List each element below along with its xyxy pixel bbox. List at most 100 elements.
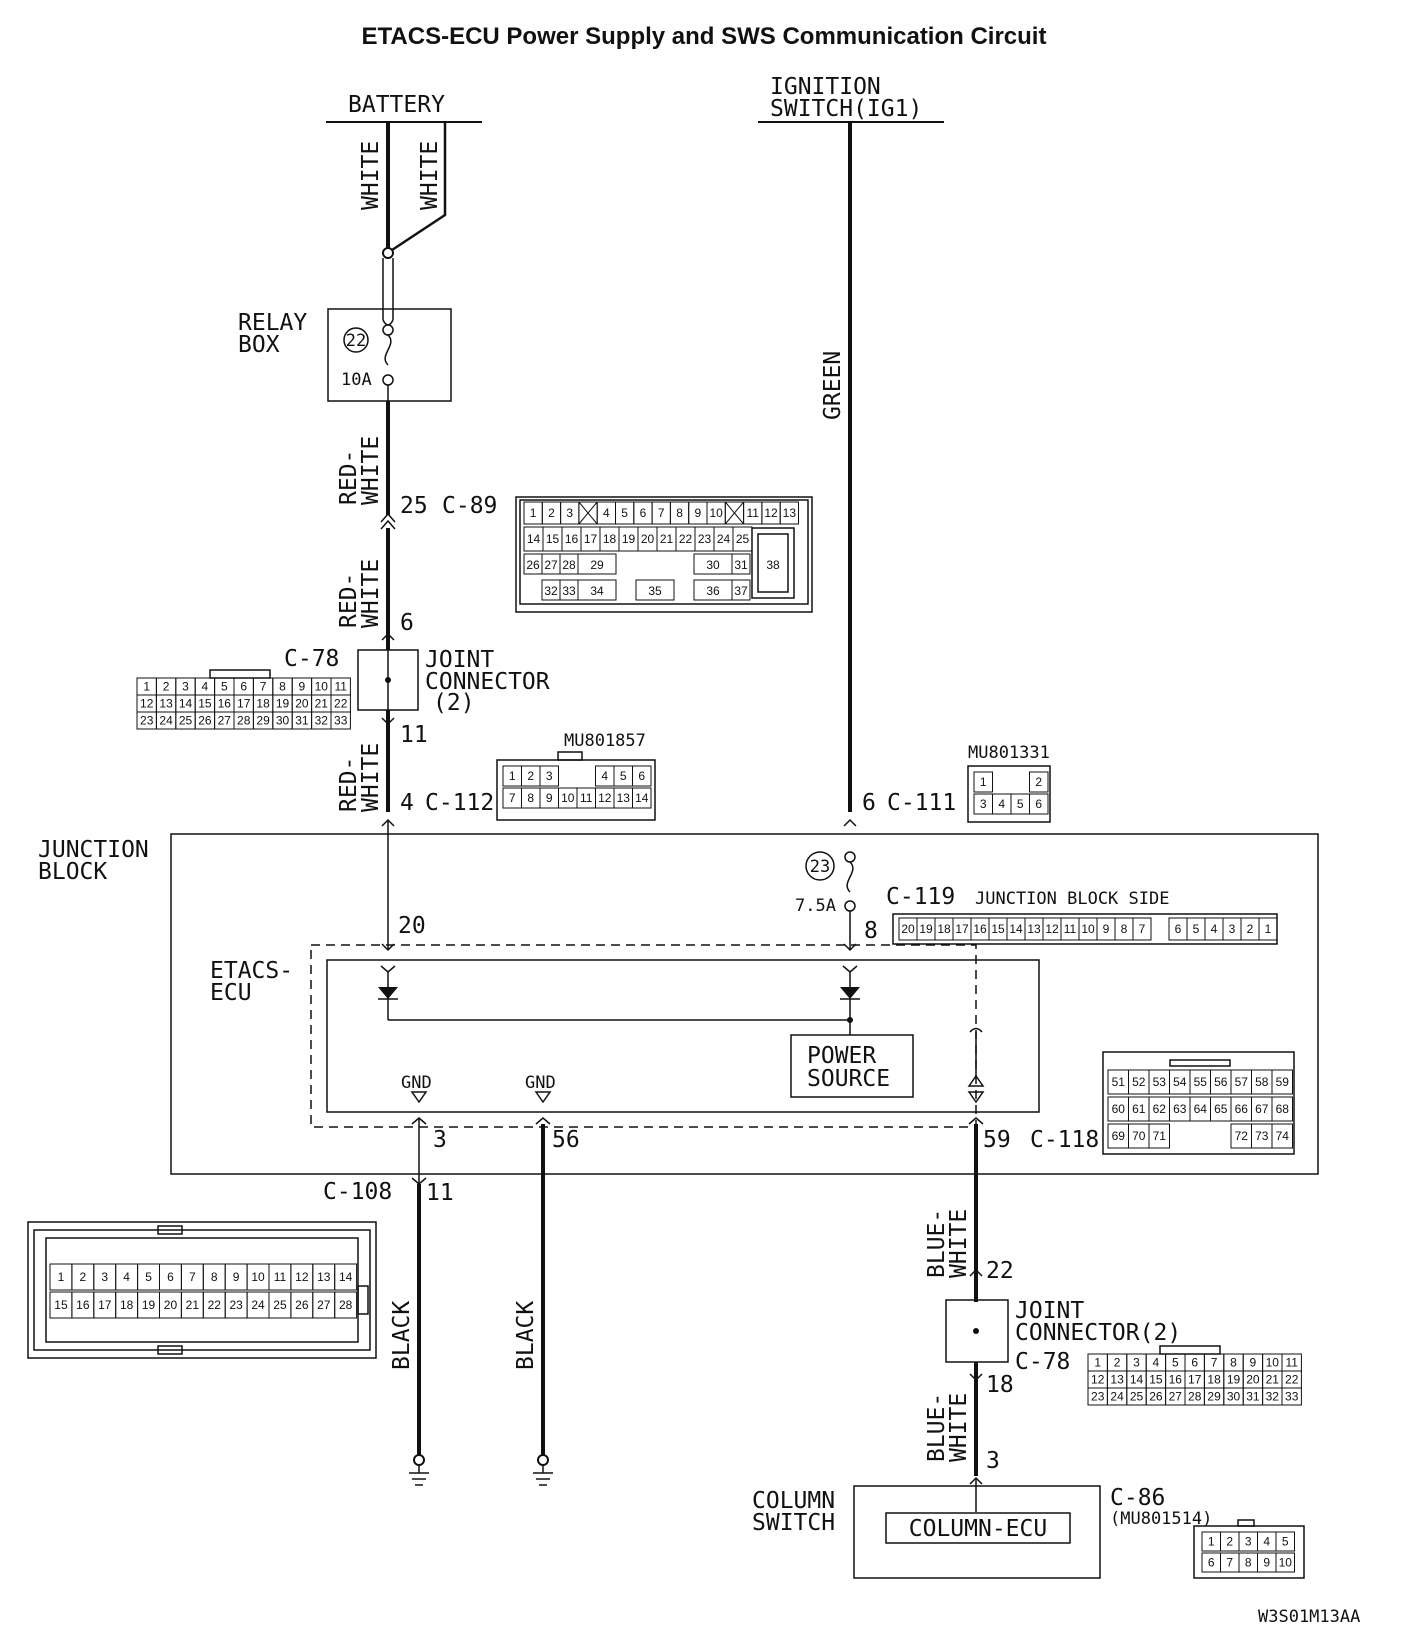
pin-number: 4 (123, 1270, 130, 1284)
pin-number: 6 (640, 506, 647, 520)
pin-number: 1 (530, 506, 537, 520)
pin-number: 27 (218, 714, 232, 728)
pin-number: 13 (1110, 1373, 1124, 1387)
column-ecu-label: COLUMN-ECU (909, 1516, 1047, 1542)
etacs-label-2: ECU (210, 980, 252, 1006)
pin-number: 6 (638, 769, 645, 783)
wire-color-white-1: WHITE (358, 141, 384, 210)
pin-number: 24 (717, 532, 731, 546)
pin-cell (1275, 1531, 1295, 1552)
pin-number: 21 (186, 1298, 200, 1312)
pin-number: 17 (955, 922, 969, 936)
pin-blank-cross (578, 501, 598, 525)
pin-number: 31 (295, 714, 309, 728)
pin-cell (1029, 771, 1049, 793)
pin-number: 9 (695, 506, 702, 520)
pin-number: 3 (1133, 1356, 1140, 1370)
ground-icon-1 (409, 1454, 429, 1486)
pin-number: 16 (1169, 1373, 1183, 1387)
pin56-label: 56 (552, 1127, 580, 1153)
pin-number: 74 (1276, 1129, 1290, 1143)
pin-number: 24 (251, 1298, 265, 1312)
pin-number: 27 (1169, 1390, 1183, 1404)
pin-cell (1132, 917, 1152, 941)
pin-number: 8 (676, 506, 683, 520)
pin-number: 9 (1103, 922, 1110, 936)
pin-number: 33 (334, 714, 348, 728)
pin-number: 28 (562, 558, 576, 572)
pin-number: 22 (1285, 1373, 1299, 1387)
pin20-arrow (381, 943, 395, 952)
pin-number: 26 (526, 558, 540, 572)
pin-number: 29 (256, 714, 270, 728)
pin-number: 11 (1285, 1356, 1298, 1370)
pin-cell (973, 771, 993, 793)
pin-number: 3 (1245, 1535, 1252, 1549)
wire-color-blue-white-2: WHITE (946, 1393, 972, 1462)
pin20-label: 20 (398, 913, 426, 939)
pin-number: 19 (276, 697, 290, 711)
pin-number: 26 (295, 1298, 309, 1312)
pin-number: 17 (237, 697, 251, 711)
pin-number: 27 (317, 1298, 331, 1312)
pin-number: 23 (1091, 1390, 1105, 1404)
column-switch-label-1: COLUMN (752, 1488, 835, 1514)
pin-number: 3 (101, 1270, 108, 1284)
pin-number: 36 (706, 584, 720, 598)
relay-box-label-2: BOX (238, 332, 280, 358)
pin-number: 4 (202, 680, 209, 694)
pin-number: 26 (1149, 1390, 1163, 1404)
pin-number: 30 (706, 558, 720, 572)
pin-number: 37 (734, 584, 748, 598)
ground-icon-2 (533, 1454, 553, 1486)
pin-number: 13 (317, 1270, 331, 1284)
pin-number: 55 (1194, 1075, 1208, 1089)
pin-number: 4 (1153, 1356, 1160, 1370)
pin-number: 18 (1207, 1373, 1221, 1387)
pin-number: 5 (1193, 922, 1200, 936)
sws-comm-symbol (967, 1027, 985, 1104)
pin-number: 5 (1172, 1356, 1179, 1370)
gnd-label-2: GND (525, 1073, 556, 1093)
pin-number: 3 (980, 797, 987, 811)
pin-number: 1 (58, 1270, 65, 1284)
fuse-23-amperage: 7.5A (795, 896, 836, 916)
pin-number: 34 (590, 584, 604, 598)
pin-number: 11 (580, 791, 593, 805)
pin-number: 7 (1139, 922, 1146, 936)
column-switch-box (853, 1485, 1101, 1579)
fuse-22-number: 22 (346, 331, 366, 351)
pin-number: 9 (546, 791, 553, 805)
fuse-22-terminal-bottom (382, 374, 394, 386)
pin8-label: 8 (864, 918, 878, 944)
pin-number: 54 (1173, 1075, 1187, 1089)
pin-number: 15 (546, 532, 560, 546)
pin-number: 14 (1130, 1373, 1144, 1387)
pin-number: 16 (565, 532, 579, 546)
pin22-label: 22 (986, 1258, 1014, 1284)
pin-number: 10 (561, 791, 575, 805)
pin-number: 68 (1276, 1102, 1290, 1116)
pin-number: 10 (251, 1270, 265, 1284)
pin-number: 20 (901, 922, 915, 936)
c111-pin-label: 6 (862, 790, 876, 816)
pin-blank-cross (724, 501, 744, 525)
pin-number: 10 (1081, 922, 1095, 936)
pin-number: 8 (279, 680, 286, 694)
pin-number: 11 (1064, 922, 1077, 936)
pin-number: 5 (221, 680, 228, 694)
pin-number: 29 (1207, 1390, 1221, 1404)
c78-bottom-label: C-78 (1015, 1349, 1070, 1375)
joint-bottom-label-1: JOINT (1015, 1298, 1084, 1324)
pin-number: 22 (208, 1298, 222, 1312)
pin-cell (635, 579, 675, 601)
ignition-label-1: IGNITION (770, 74, 881, 100)
gnd-label-1: GND (401, 1073, 432, 1093)
c89-connector-arrow (380, 512, 396, 530)
pin-number: 3 (182, 680, 189, 694)
pin-number: 4 (1211, 922, 1218, 936)
pin-number: 3 (566, 506, 573, 520)
etacs-ecu-boundary (310, 944, 977, 1128)
c89-label: C-89 (442, 493, 497, 519)
